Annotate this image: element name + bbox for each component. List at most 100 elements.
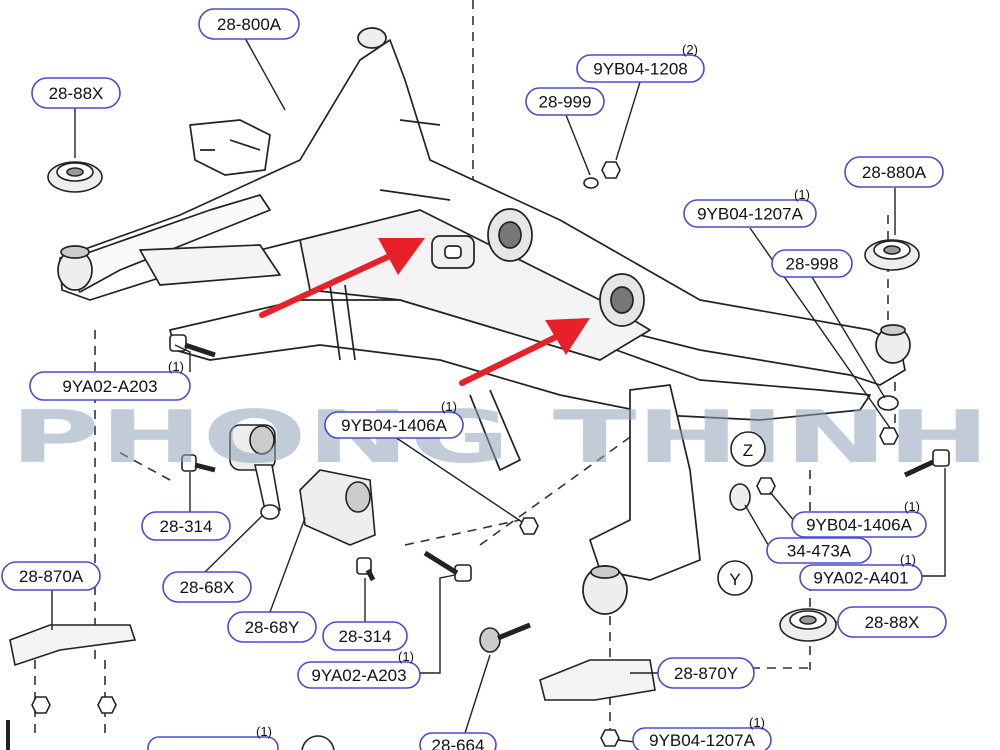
part-label-28-880a: 28-880A xyxy=(844,156,944,188)
part-number-text: 28-314 xyxy=(339,627,392,646)
part-label-frame xyxy=(525,87,605,116)
part-number-text: 28-880A xyxy=(862,163,927,182)
part-number-text: 28-870A xyxy=(19,567,84,586)
part-label-frame xyxy=(844,156,944,188)
part-label-9ya02-a203-left: 9YA02-A203(1) xyxy=(29,359,191,401)
bolt-28-314-mid xyxy=(356,557,376,582)
bracket-28-68y xyxy=(299,469,376,546)
part-quantity-text: (1) xyxy=(749,715,765,730)
part-label-frame xyxy=(324,411,464,439)
part-quantity-text: (1) xyxy=(441,399,457,414)
part-number-text: 9YA02-A203 xyxy=(62,377,157,396)
hardware-parts xyxy=(6,161,950,750)
part-label-frame xyxy=(771,249,853,278)
part-quantity-text: (2) xyxy=(682,42,698,57)
part-quantity-text: (1) xyxy=(256,724,272,739)
part-label-frame xyxy=(683,199,817,228)
part-number-text: 28-68X xyxy=(180,578,235,597)
part-label-frame xyxy=(766,537,872,564)
part-number-text: 9YB04-1406A xyxy=(341,416,448,435)
plate-28-870y xyxy=(539,659,656,701)
part-label-9ya02-a203-bottom: 9YA02-A203 (1) xyxy=(297,649,421,689)
part-number-text: 28-88X xyxy=(865,613,920,632)
part-number-text: 9YB04-1207A xyxy=(697,205,804,224)
part-number-text: 28-800A xyxy=(217,15,282,34)
bolt-left xyxy=(169,334,216,358)
nut-9yb04-1208 xyxy=(601,161,621,179)
part-label-28-870y: 28-870Y xyxy=(657,657,755,689)
watermark-text: PHONG THINH xyxy=(10,395,990,479)
part-number-text: 28-999 xyxy=(539,93,592,112)
nut-9yb04-1207a xyxy=(879,427,899,445)
part-number-text: 28-664 xyxy=(432,736,485,750)
arrow-upper xyxy=(259,238,425,318)
part-label-frame xyxy=(227,611,317,643)
part-label-9ya02-a401: 9YA02-A401(1) xyxy=(799,552,923,591)
view-circle-partial xyxy=(301,735,335,750)
bolt-28-314-left xyxy=(181,454,216,473)
part-label-frame xyxy=(632,727,772,750)
part-quantity-text: (1) xyxy=(794,187,810,202)
nut-9yb04-1406a-right xyxy=(756,477,776,495)
part-number-text: 9YA02-A203 xyxy=(311,666,406,685)
part-number-text: 9YB04-1207A xyxy=(649,731,756,750)
bolt-9ya02-a203-bottom xyxy=(423,550,472,582)
part-label-28-68y: 28-68Y xyxy=(227,611,317,643)
part-label-frame xyxy=(837,606,947,638)
part-label-28-870a: 28-870A xyxy=(1,561,101,591)
view-markers: Z Y xyxy=(301,431,766,750)
part-label-frame xyxy=(657,657,755,689)
part-label-28-88x-right: 28-88X xyxy=(837,606,947,638)
highlight-arrows xyxy=(259,238,590,386)
svg-text:Z: Z xyxy=(743,441,753,460)
part-label-frame xyxy=(31,77,121,109)
part-label-frame xyxy=(141,511,231,541)
part-number-text: 28-314 xyxy=(160,517,213,536)
nut-bottom-right xyxy=(600,729,620,747)
bolt-28-664 xyxy=(479,622,531,653)
nut-bottom-left-a xyxy=(31,696,51,714)
part-label-frame xyxy=(162,571,252,603)
part-number-text: 28-870Y xyxy=(674,664,738,683)
part-label-frame xyxy=(322,621,408,651)
part-label-34-473a: 34-473A xyxy=(766,537,872,564)
part-label-28-800a: 28-800A xyxy=(198,8,300,40)
nut-bottom-left-b xyxy=(97,696,117,714)
part-label-bottom-left-partial: (1) xyxy=(147,724,279,750)
part-label-9yb04-1208: 9YB04-1208 (2) xyxy=(576,42,705,83)
part-number-text: 28-998 xyxy=(786,255,839,274)
part-quantity-text: (1) xyxy=(398,649,414,664)
plate-28-870a xyxy=(9,624,137,667)
part-label-frame xyxy=(1,561,101,591)
part-label-9yb04-1406a-right: 9YB04-1406A(1) xyxy=(791,499,927,538)
svg-text:Y: Y xyxy=(729,570,740,589)
part-number-text: 28-68Y xyxy=(245,618,300,637)
washer-34-473a xyxy=(729,483,751,511)
nut-9yb04-1406a-mid xyxy=(519,517,539,535)
part-number-text: 9YB04-1208 xyxy=(593,60,688,79)
part-label-frame xyxy=(576,54,705,83)
part-label-28-314-mid: 28-314 xyxy=(322,621,408,651)
bolt-9ya02-a401 xyxy=(903,449,950,478)
part-label-frame xyxy=(799,564,923,591)
part-label-9yb04-1207a-bottom: 9YB04-1207A(1) xyxy=(632,715,772,750)
part-number-text: 9YA02-A401 xyxy=(813,569,908,588)
rubber-mount-top-right xyxy=(864,239,920,271)
part-label-9yb04-1406a-mid: 9YB04-1406A (1) xyxy=(324,399,464,439)
part-label-frame xyxy=(198,8,300,40)
view-circle-z: Z xyxy=(730,431,766,467)
part-label-frame xyxy=(147,736,279,750)
part-label-28-664: 28-664 xyxy=(419,732,497,750)
rubber-mount-bottom-right xyxy=(779,608,837,642)
leader-lines xyxy=(51,37,946,743)
part-number-text: 28-88X xyxy=(49,84,104,103)
part-label-9yb04-1207a-top: 9YB04-1207A (1) xyxy=(683,187,817,228)
part-label-28-999: 28-999 xyxy=(525,87,605,116)
part-label-frame xyxy=(419,732,497,750)
washer-28-998 xyxy=(877,395,899,411)
part-label-28-998: 28-998 xyxy=(771,249,853,278)
part-labels: 28-800A 28-88X 9YB04-1208 (2) 28-999 28-880A 9… xyxy=(1,8,947,750)
link-28-68x xyxy=(229,424,281,520)
arrow-lower xyxy=(459,318,590,386)
